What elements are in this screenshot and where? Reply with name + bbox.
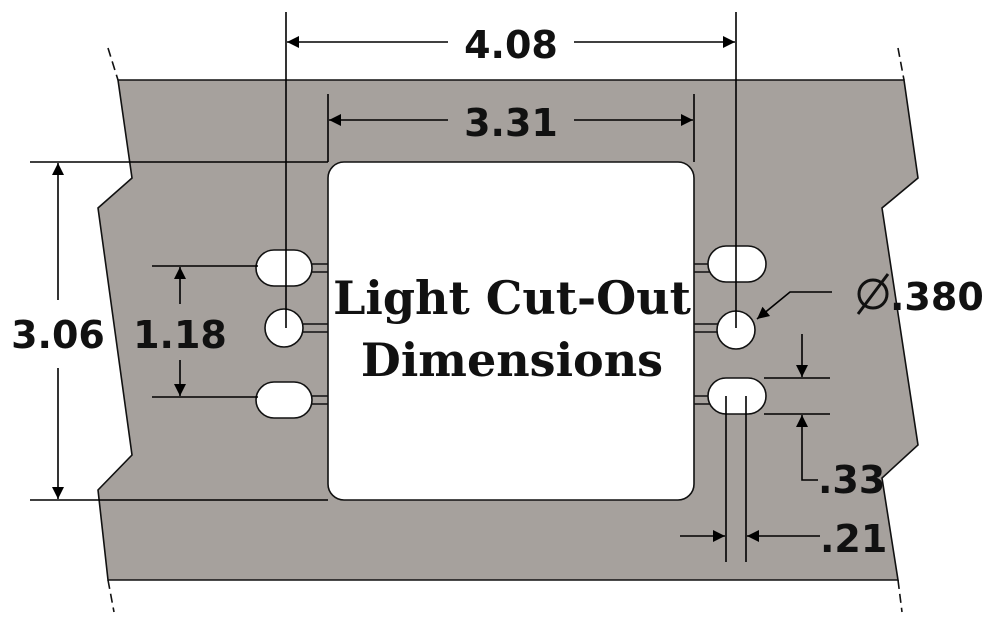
dimension-slot-offset-label: .21 [820, 517, 887, 561]
right-mounting-holes [707, 245, 767, 415]
left-bottom-slot [255, 381, 313, 419]
left-center-hole [264, 308, 304, 348]
right-bottom-slot [707, 377, 767, 415]
dimension-slot-spacing-label: 1.18 [133, 313, 227, 357]
dimension-cutout-width-label: 3.31 [464, 101, 558, 145]
dimension-hole-diameter: .380 [756, 273, 984, 320]
light-cutout [327, 161, 695, 501]
dimension-overall-height-label: 3.06 [11, 313, 105, 357]
right-top-slot [707, 245, 767, 283]
hole-notches [302, 263, 720, 405]
dimension-slot-offset: .21 [680, 517, 887, 561]
title-line-2: Dimensions [361, 333, 663, 387]
left-top-slot [255, 249, 313, 287]
extension-lines [30, 12, 830, 562]
dimension-slot-height: .33 [796, 334, 885, 502]
break-lines [107, 47, 905, 613]
dimension-slot-spacing: 1.18 [133, 267, 227, 396]
dimension-hole-diameter-label: .380 [890, 275, 984, 319]
dimension-slot-height-label: .33 [818, 458, 885, 502]
dimension-overall-height: 3.06 [11, 163, 105, 499]
title-line-1: Light Cut-Out [333, 271, 692, 325]
diameter-symbol-icon [856, 273, 890, 315]
dimension-overall-width-label: 4.08 [464, 23, 558, 67]
dimension-cutout-width: 3.31 [329, 101, 693, 145]
left-mounting-holes [255, 249, 313, 419]
dimension-overall-width: 4.08 [287, 23, 735, 67]
